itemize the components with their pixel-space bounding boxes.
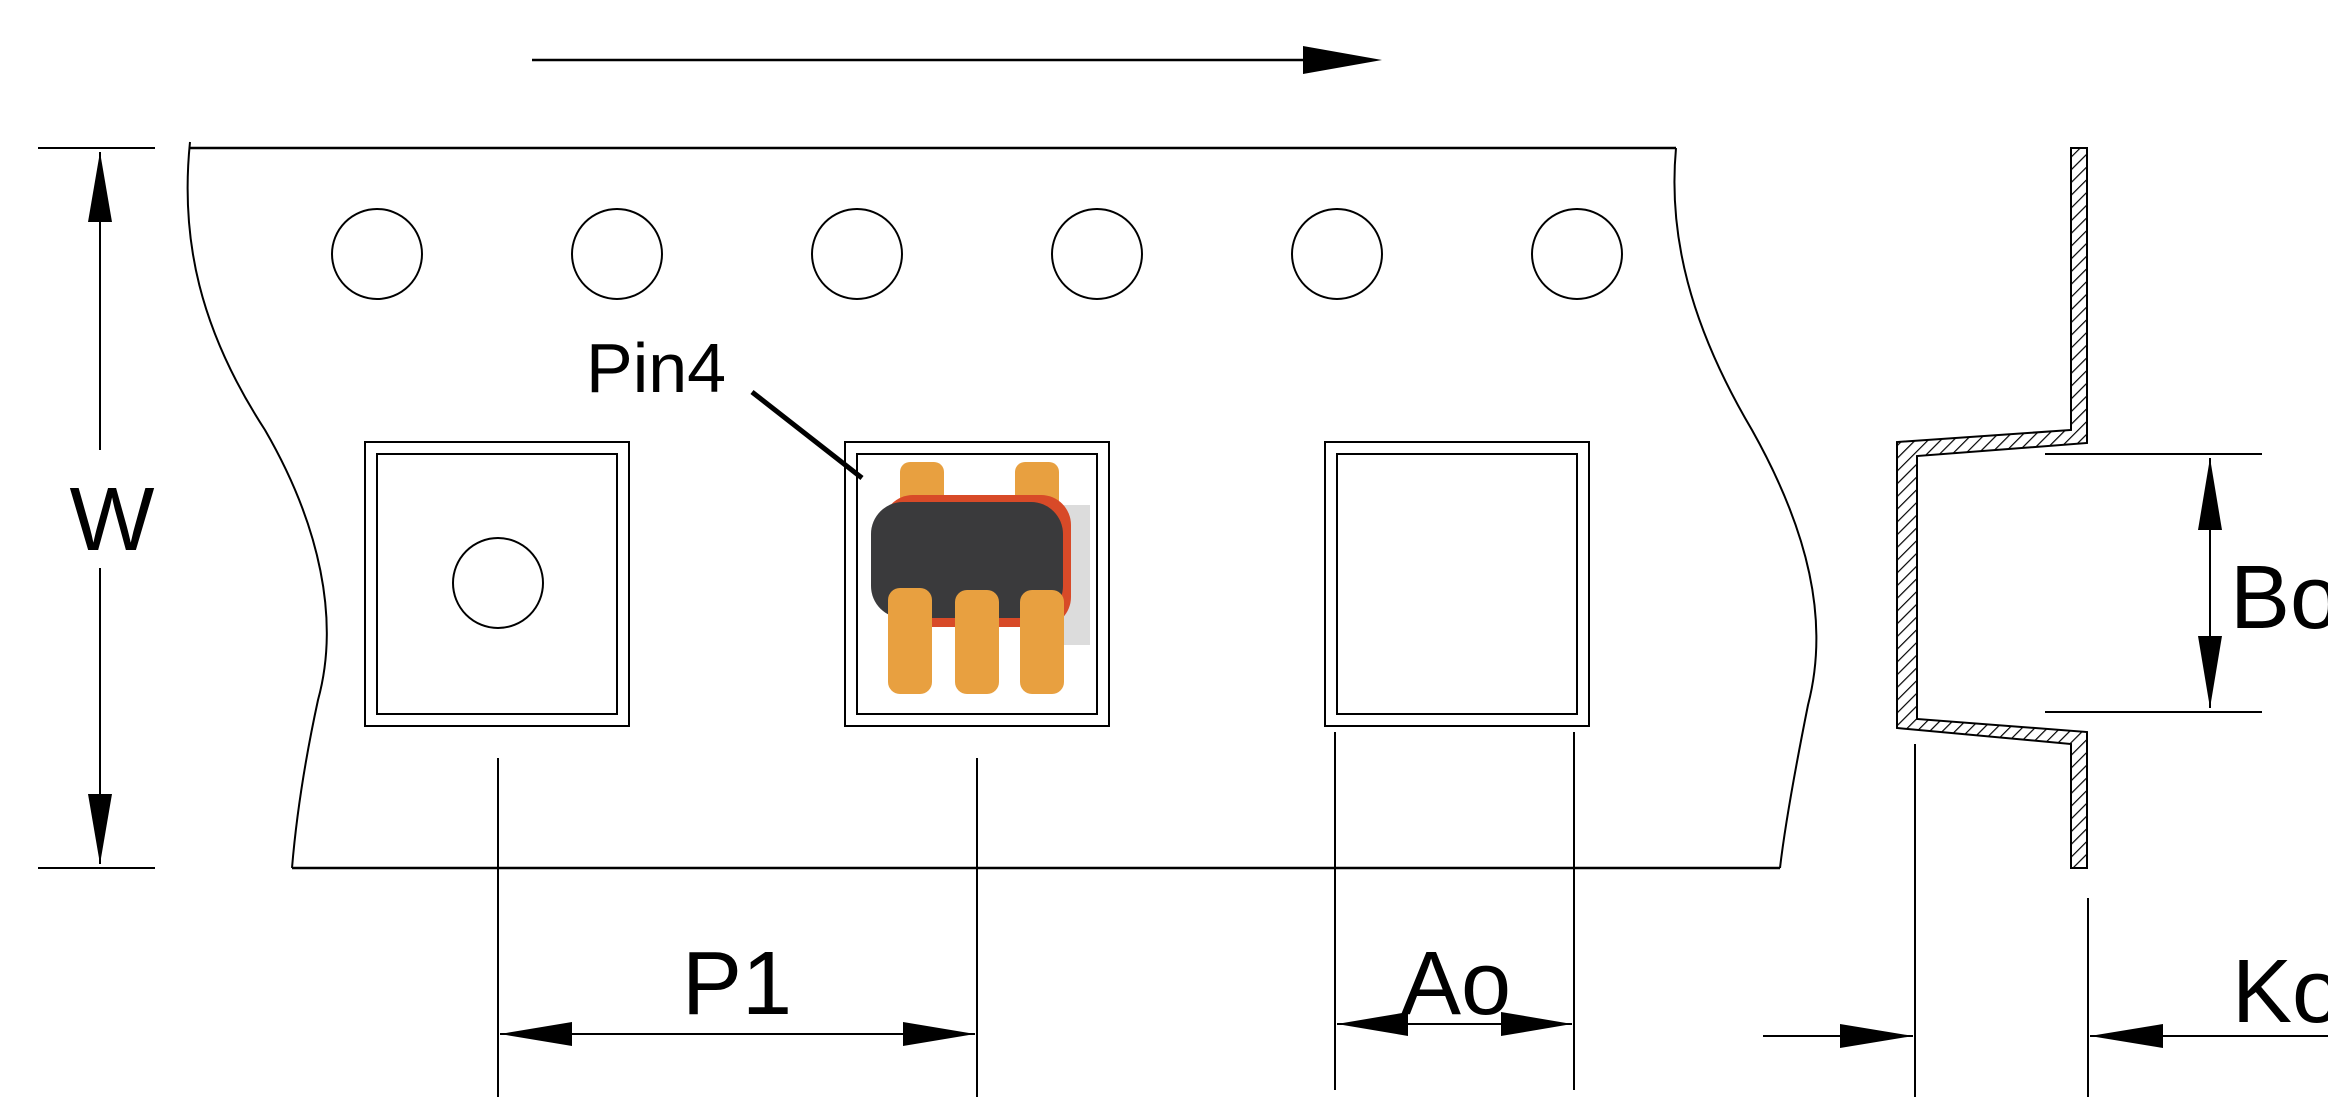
- pocket-empty-with-hole: [364, 441, 630, 727]
- pocket-empty: [1324, 441, 1590, 727]
- sprocket-hole: [1531, 208, 1623, 300]
- sprocket-hole: [1291, 208, 1383, 300]
- dimension-bo: [2045, 453, 2262, 713]
- sprocket-hole: [811, 208, 903, 300]
- dimension-ao: [1334, 732, 1575, 1090]
- component: [871, 462, 1090, 694]
- p1-label: P1: [682, 934, 792, 1034]
- bo-label: Bo: [2230, 548, 2328, 648]
- sprocket-holes: [331, 208, 1623, 300]
- sprocket-hole: [1051, 208, 1143, 300]
- arrow-right-icon: [532, 46, 1382, 74]
- sprocket-hole: [571, 208, 663, 300]
- dimension-ko: [1763, 744, 2328, 1097]
- pocket-cross-section: [1896, 147, 2088, 869]
- pin4-label: Pin4: [586, 329, 726, 407]
- w-label: W: [70, 470, 155, 570]
- ao-label: Ao: [1401, 934, 1511, 1034]
- ko-label: Ko: [2232, 942, 2328, 1042]
- pin-leader-line: [750, 390, 864, 480]
- pocket-with-component: [844, 441, 1110, 727]
- dimension-p1: [497, 758, 978, 1097]
- dimension-w: [38, 147, 155, 869]
- sprocket-hole: [331, 208, 423, 300]
- carrier-tape: [186, 141, 1818, 870]
